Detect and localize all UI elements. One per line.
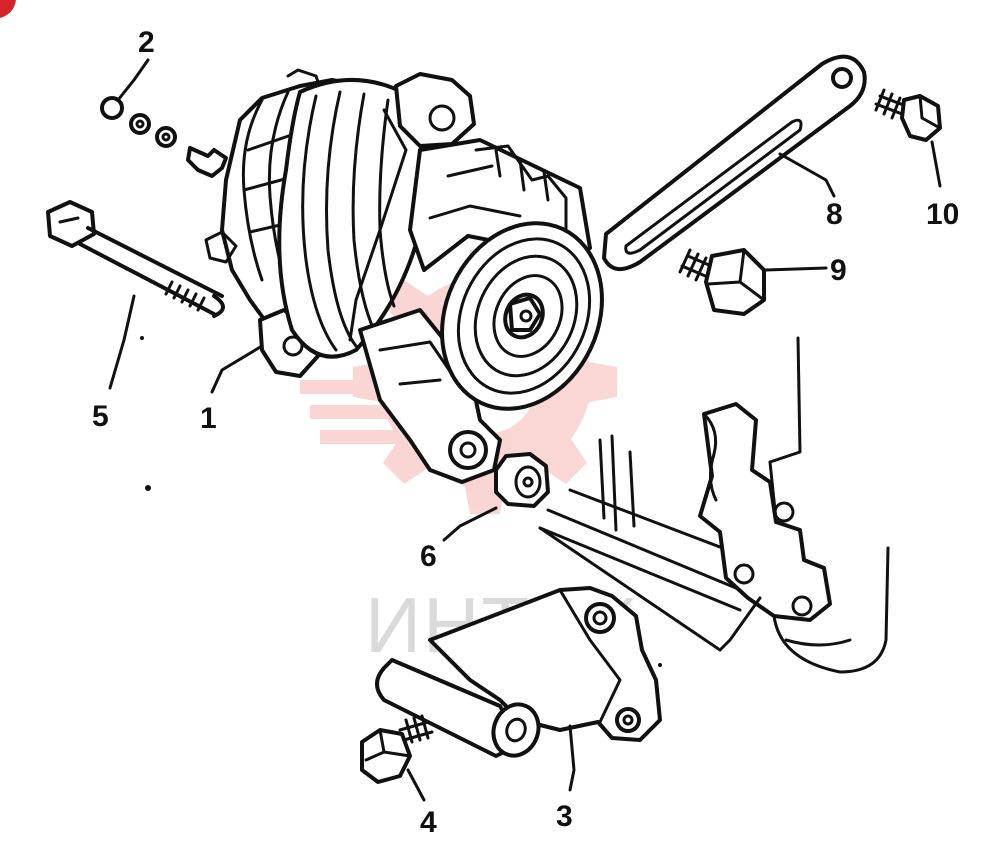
bolt-part-9 — [678, 248, 766, 316]
bolt-part-10 — [874, 88, 942, 142]
callout-5: 5 — [92, 400, 109, 433]
callout-leaders — [108, 58, 942, 802]
callout-8: 8 — [826, 198, 843, 231]
scan-dot — [658, 663, 662, 667]
callout-4: 4 — [420, 806, 437, 839]
long-bolt-part-5 — [46, 200, 225, 318]
mounting-bracket-part-3 — [375, 586, 662, 758]
callout-6: 6 — [420, 540, 437, 573]
alternator-part-1 — [204, 68, 604, 484]
callout-9: 9 — [830, 254, 847, 287]
callout-1: 1 — [200, 402, 217, 435]
engine-block-outline — [538, 336, 890, 674]
nut-and-washers-part-2 — [100, 96, 228, 178]
callout-3: 3 — [556, 800, 573, 833]
corner-mark — [0, 0, 16, 18]
spacer-nut-part-6 — [494, 452, 550, 508]
adjusting-strap-part-8 — [602, 54, 867, 271]
scan-dot — [140, 336, 144, 340]
callout-2: 2 — [138, 26, 155, 59]
scan-dot — [145, 485, 151, 491]
callout-10: 10 — [926, 198, 959, 231]
bolt-part-4 — [360, 714, 434, 784]
